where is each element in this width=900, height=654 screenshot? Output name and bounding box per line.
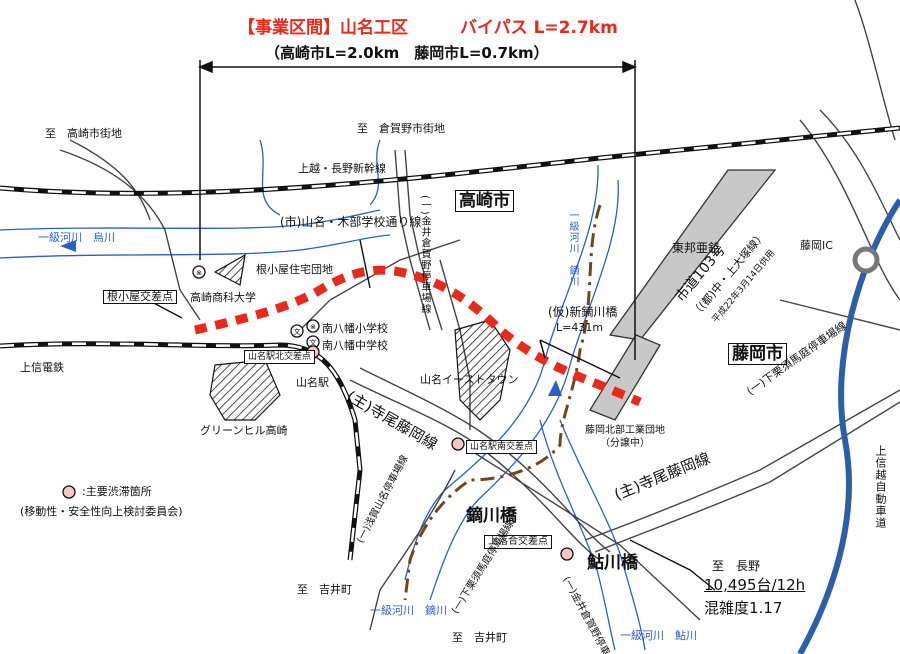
svg-text:文: 文 <box>310 338 317 347</box>
label-shinkansen: 上越・長野新幹線 <box>298 162 386 175</box>
label-to-nagano: 至 長野 <box>712 559 761 573</box>
section-span <box>198 60 637 360</box>
label-industrial-park: 藤岡北部工業団地 <box>585 425 665 436</box>
label-toho-zinc: 東邦亜鉛 <box>672 241 721 255</box>
label-new-bridge-len: L=431m <box>556 321 604 334</box>
school-markers <box>192 265 320 349</box>
label-river-kabura: 一級河川 鏑川 <box>567 210 578 287</box>
svg-text:⊗: ⊗ <box>310 323 316 331</box>
label-yamana-station: 山名駅 <box>296 376 329 389</box>
label-kamiochiai: 上落合交差点 <box>484 535 552 549</box>
label-minami-elem: 南八幡小学校 <box>322 322 388 335</box>
legend-congestion: :主要渋滞箇所 <box>82 485 152 498</box>
header-subtitle: （高崎市L=2.0km 藤岡市L=0.7km） <box>265 44 549 62</box>
label-minami-jhs: 南八幡中学校 <box>322 339 388 352</box>
label-school-road: (市)山名・木部学校通り線 <box>280 215 422 229</box>
header-title-right: バイパス L=2.7km <box>460 18 618 38</box>
label-kaburagawa-bridge: 鏑川橋 <box>466 506 517 526</box>
label-river-kabura-bottom: 一級河川 鏑川 <box>370 604 447 617</box>
river-kabura <box>404 164 646 651</box>
legend-committee: (移動性・安全性向上検討委員会) <box>20 505 183 518</box>
label-river-ayu: 一級河川 鮎川 <box>620 629 697 642</box>
railway-shinkansen <box>0 125 900 196</box>
label-nekoya-intersection: 根小屋交差点 <box>103 290 177 304</box>
label-road-kanai: (一)金井倉賀野停車場線 <box>419 195 430 315</box>
railway-joshin <box>0 341 363 561</box>
label-joshin-railway: 上信電鉄 <box>20 361 64 374</box>
project-route <box>194 265 642 407</box>
label-ayukawa-bridge: 鮎川橋 <box>587 553 638 573</box>
city-boundary <box>403 204 602 601</box>
svg-text:文: 文 <box>294 327 301 336</box>
svg-text:⊗: ⊗ <box>196 269 202 277</box>
label-yamana-south-int: 山名駅南交差点 <box>466 440 538 454</box>
river-karasu <box>0 139 391 259</box>
congestion-degree: 混雑度1.17 <box>704 599 783 617</box>
label-river-karasu: 一級河川 烏川 <box>38 231 115 244</box>
road-network <box>59 0 900 631</box>
river-arrows <box>60 240 562 396</box>
label-greenhill: グリーンヒル高崎 <box>200 424 288 437</box>
bridge-span <box>539 339 621 379</box>
header-title-left: 【事業区間】山名工区 <box>238 18 408 38</box>
city-takasaki: 高崎市 <box>455 190 514 212</box>
label-joshinetsu: 上信越自動車道 <box>874 445 887 529</box>
label-to-takasaki: 至 高崎市街地 <box>45 127 122 140</box>
fujioka-ic-marker <box>852 246 880 274</box>
label-yamana-easttown: 山名イーストタウン <box>420 373 519 386</box>
label-to-yoshii-2: 至 吉井町 <box>452 631 507 644</box>
label-takasaki-univ: 高崎商科大学 <box>190 291 256 304</box>
label-yamana-north-int: 山名駅北交差点 <box>244 350 316 364</box>
label-to-yoshii: 至 吉井町 <box>297 583 352 596</box>
label-nekoya-housing: 根小屋住宅団地 <box>256 263 333 276</box>
label-under-construction: （分譲中） <box>600 438 650 449</box>
hatched-areas <box>209 253 511 421</box>
label-new-bridge: (仮)新鏑川橋 <box>548 305 618 319</box>
label-to-kuragano: 至 倉賀野市街地 <box>357 122 445 135</box>
traffic-volume: 10,495台/12h <box>704 576 806 594</box>
school-marker-labels: ⊗ 文 ⊗ 文 <box>196 269 316 347</box>
city-fujioka: 藤岡市 <box>728 343 787 365</box>
label-fujioka-ic: 藤岡IC <box>800 239 833 252</box>
expressway-joshinetsu <box>797 198 900 654</box>
